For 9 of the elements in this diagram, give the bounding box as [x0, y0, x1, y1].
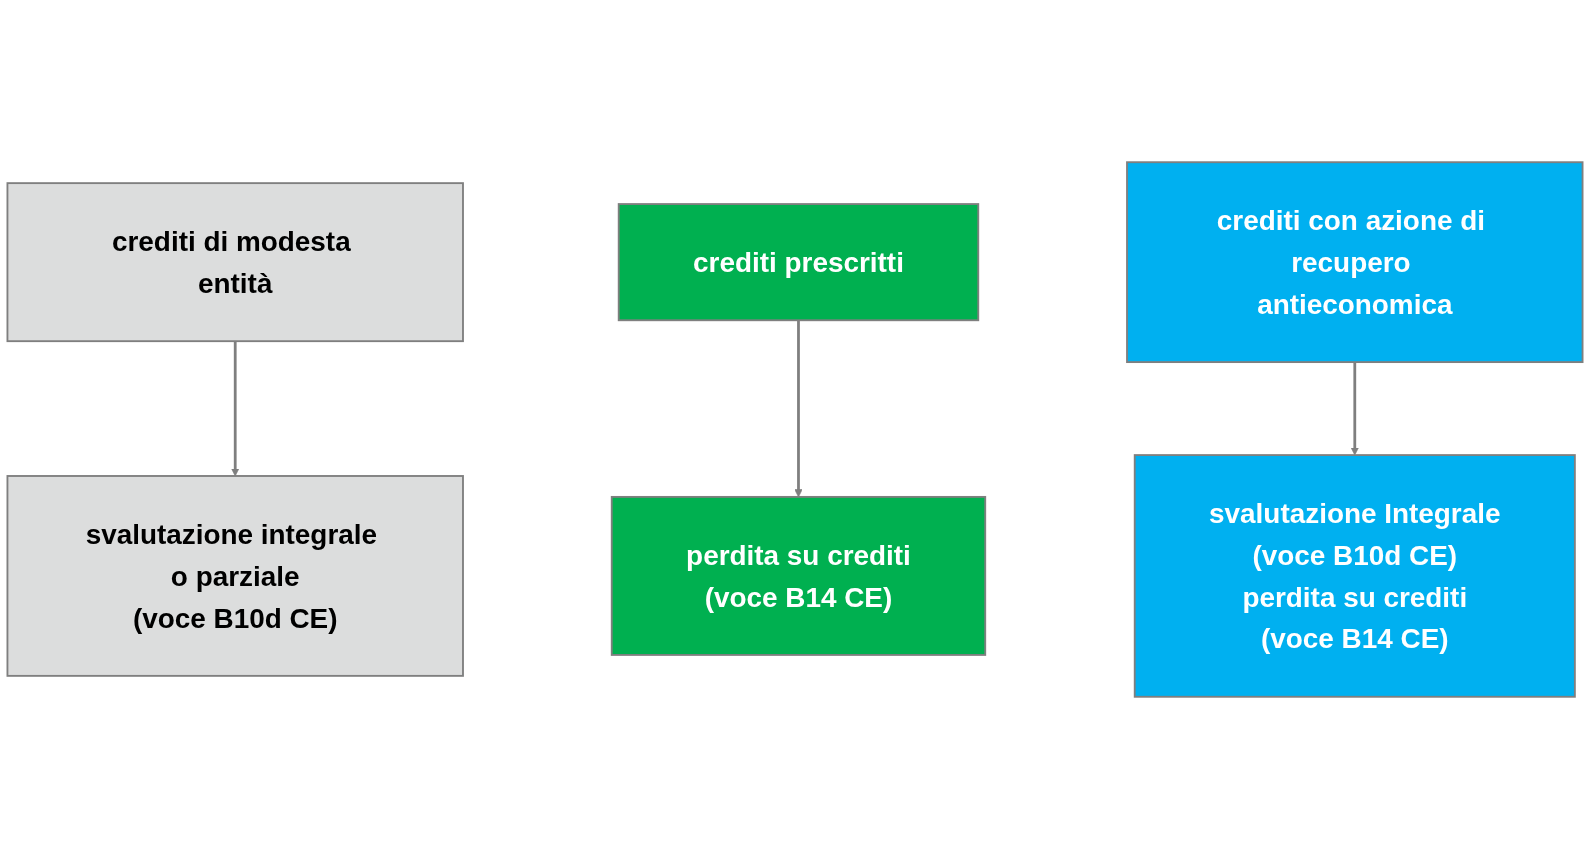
node-box: crediti prescritti — [617, 203, 980, 322]
node-box: crediti di modesta entità — [6, 182, 464, 343]
node-box: crediti con azione di recupero antieconomica — [1126, 161, 1584, 364]
arrow — [794, 320, 803, 498]
arrow — [1350, 362, 1359, 456]
node-box: svalutazione integrale o parziale (voce B10d CE) — [6, 475, 464, 677]
node-box: perdita su crediti (voce B14 CE) — [610, 495, 987, 656]
node-box: svalutazione Integrale (voce B10d CE) perdita su crediti (voce B14 CE) — [1133, 454, 1576, 698]
arrow — [231, 341, 240, 477]
